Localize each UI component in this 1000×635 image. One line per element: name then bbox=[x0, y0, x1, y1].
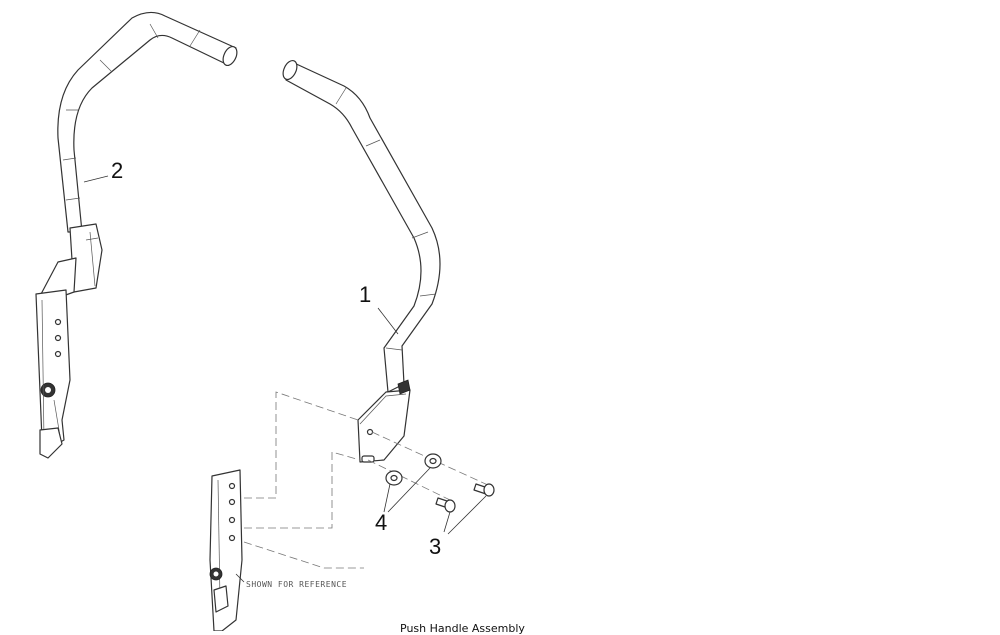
leader-3 bbox=[443, 495, 487, 535]
reference-note: SHOWN FOR REFERENCE bbox=[246, 580, 348, 589]
leader-2 bbox=[83, 175, 109, 183]
washer-parts bbox=[385, 453, 442, 486]
callout-1: 1 bbox=[359, 282, 372, 307]
push-handle-right bbox=[282, 59, 441, 463]
leader-1 bbox=[377, 307, 399, 335]
screw-parts bbox=[435, 483, 495, 513]
footer-caption: Push Handle Assembly bbox=[400, 622, 525, 635]
callout-4: 4 bbox=[375, 510, 388, 535]
reference-leader bbox=[235, 573, 245, 583]
callout-3: 3 bbox=[429, 534, 442, 559]
leader-4 bbox=[383, 467, 431, 513]
reference-frame-leg bbox=[209, 469, 243, 631]
push-handle-left bbox=[35, 11, 238, 459]
callout-2: 2 bbox=[111, 158, 124, 183]
